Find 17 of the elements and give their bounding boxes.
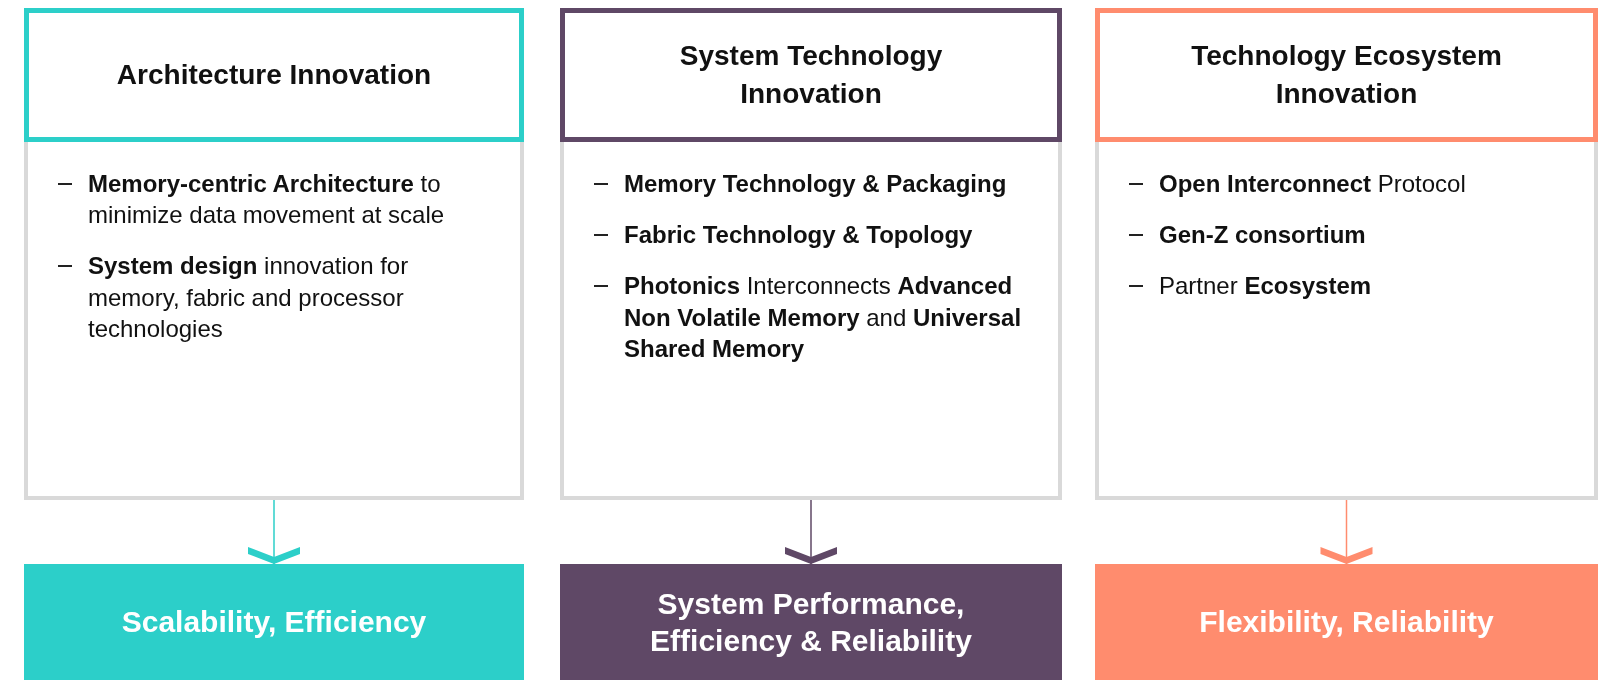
- bullet-text: Photonics Interconnects Advanced Non Volatile Memory and Universal Shared Memory: [624, 271, 1023, 364]
- content-panel: [560, 142, 1062, 500]
- heading-box: Technology Ecosystem Innovation: [1095, 8, 1598, 142]
- bullet-text: Partner Ecosystem: [1159, 271, 1372, 302]
- content-panel: [1095, 142, 1598, 500]
- outcome-box: System Performance, Efficiency & Reliability: [560, 564, 1062, 680]
- outcome-box: Flexibility, Reliability: [1095, 564, 1598, 680]
- bullet-text: Memory Technology & Packaging: [624, 169, 1007, 199]
- bullet-text: System design innovation for memory, fabric and processor technologies: [88, 251, 410, 344]
- outcome-box: Scalability, Efficiency: [24, 564, 524, 680]
- heading-box: Architecture Innovation: [24, 8, 524, 142]
- heading-box: System Technology Innovation: [560, 8, 1062, 142]
- bullet-text: Fabric Technology & Topology: [624, 220, 973, 251]
- bullet-text: Open Interconnect Protocol: [1159, 169, 1466, 199]
- content-panel: [24, 142, 524, 500]
- bullet-text: Memory-centric Architecture to minimize data movement at scale: [88, 169, 446, 231]
- bullet-text: Gen-Z consortium: [1159, 220, 1366, 251]
